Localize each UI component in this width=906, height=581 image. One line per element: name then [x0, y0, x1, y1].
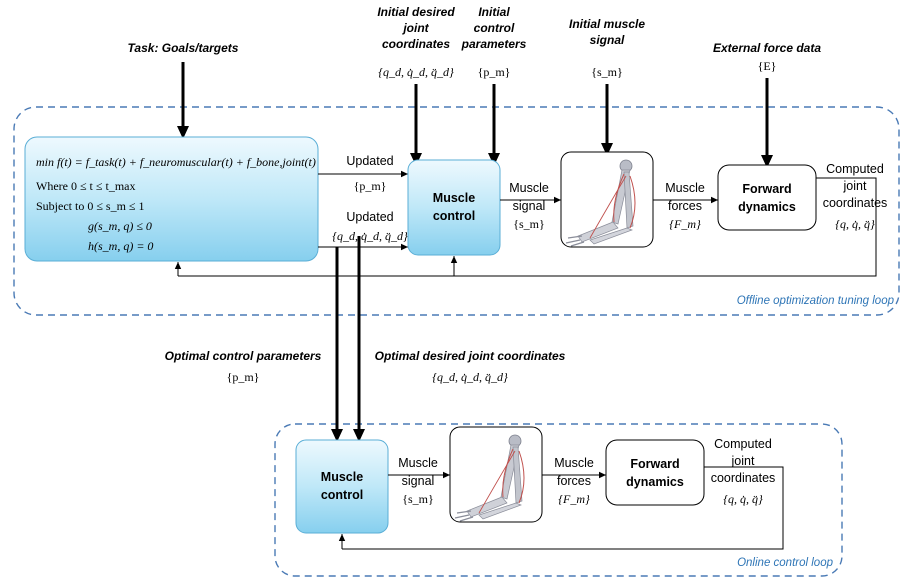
offline-computed-label-1: Computed	[826, 162, 884, 176]
online-forces-math: {F_m}	[558, 492, 590, 506]
offline-arm-model-icon	[565, 159, 636, 247]
offline-feedback-line	[178, 177, 877, 277]
online-computed-label-1: Computed	[714, 437, 772, 451]
initial-joint-math: {q_d, q̇_d, q̈_d}	[378, 65, 454, 79]
offline-forces-label-1: Muscle	[665, 181, 705, 195]
online-muscle-model-box	[449, 426, 543, 523]
initial-joint-label-3: coordinates	[382, 37, 450, 51]
objective-line-4: g(s_m, q) ≤ 0	[88, 219, 152, 233]
offline-muscle-control-title-1: Muscle	[433, 191, 475, 205]
initial-signal-label-2: signal	[590, 33, 625, 47]
online-muscle-control-title-1: Muscle	[321, 470, 363, 484]
offline-forward-dynamics-title-2: dynamics	[738, 200, 796, 214]
online-computed-label-2: joint	[731, 454, 755, 468]
updated-label-2: Updated	[346, 210, 393, 224]
offline-forces-math: {F_m}	[669, 217, 701, 231]
online-forward-dynamics-title-2: dynamics	[626, 475, 684, 489]
offline-muscle-control-box	[407, 159, 501, 256]
offline-computed-math: {q, q̇, q̈}	[835, 217, 875, 231]
optimal-control-math: {p_m}	[227, 370, 260, 384]
online-computed-label-3: coordinates	[711, 471, 776, 485]
optimal-joint-label: Optimal desired joint coordinates	[375, 349, 566, 363]
initial-control-label-2: control	[474, 21, 515, 35]
offline-signal-math: {s_m}	[513, 217, 545, 231]
updated-q-math: {q_d, q̇_d, q̈_d}	[332, 229, 408, 243]
optimal-control-label: Optimal control parameters	[165, 349, 322, 363]
objective-box	[24, 136, 319, 262]
offline-forward-dynamics-box	[717, 164, 817, 231]
optimal-joint-math: {q_d, q̇_d, q̈_d}	[432, 370, 508, 384]
online-loop-region	[274, 423, 843, 577]
updated-label-1: Updated	[346, 154, 393, 168]
initial-joint-label-1: Initial desired	[377, 5, 455, 19]
objective-line-1: min f(t) = f_task(t) + f_neuromuscular(t…	[36, 155, 316, 169]
online-forward-dynamics-box	[605, 439, 705, 506]
initial-signal-label-1: Initial muscle	[569, 17, 645, 31]
online-loop-label: Online control loop	[737, 557, 833, 569]
online-signal-label-2: signal	[402, 474, 435, 488]
offline-signal-label-1: Muscle	[509, 181, 549, 195]
offline-forward-dynamics-title-1: Forward	[742, 182, 791, 196]
offline-muscle-control-title-2: control	[433, 209, 475, 223]
updated-p-math: {p_m}	[354, 179, 387, 193]
initial-control-label-3: parameters	[461, 37, 527, 51]
offline-forces-label-2: forces	[668, 199, 702, 213]
objective-line-2: Where 0 ≤ t ≤ t_max	[36, 179, 135, 193]
online-muscle-control-box	[295, 439, 389, 534]
online-forces-label-1: Muscle	[554, 456, 594, 470]
online-arm-model-icon	[454, 434, 525, 522]
online-muscle-control-title-2: control	[321, 488, 363, 502]
offline-computed-label-2: joint	[843, 179, 867, 193]
external-force-math: {E}	[758, 59, 777, 73]
initial-joint-label-2: joint	[401, 21, 429, 35]
offline-computed-label-3: coordinates	[823, 196, 888, 210]
offline-muscle-model-box	[560, 151, 654, 248]
initial-signal-math: {s_m}	[591, 65, 623, 79]
online-computed-math: {q, q̇, q̈}	[723, 492, 763, 506]
online-feedback-line	[342, 466, 784, 550]
objective-line-3: Subject to 0 ≤ s_m ≤ 1	[36, 199, 145, 213]
initial-control-math: {p_m}	[478, 65, 511, 79]
external-force-label: External force data	[713, 41, 821, 55]
online-forward-dynamics-title-1: Forward	[630, 457, 679, 471]
online-signal-label-1: Muscle	[398, 456, 438, 470]
offline-loop-region	[13, 106, 900, 316]
task-label: Task: Goals/targets	[128, 41, 239, 55]
initial-control-label-1: Initial	[478, 5, 510, 19]
offline-loop-label: Offline optimization tuning loop	[737, 295, 895, 307]
offline-signal-label-2: signal	[513, 199, 546, 213]
online-signal-math: {s_m}	[402, 492, 434, 506]
online-forces-label-2: forces	[557, 474, 591, 488]
objective-line-5: h(s_m, q) = 0	[88, 239, 153, 253]
